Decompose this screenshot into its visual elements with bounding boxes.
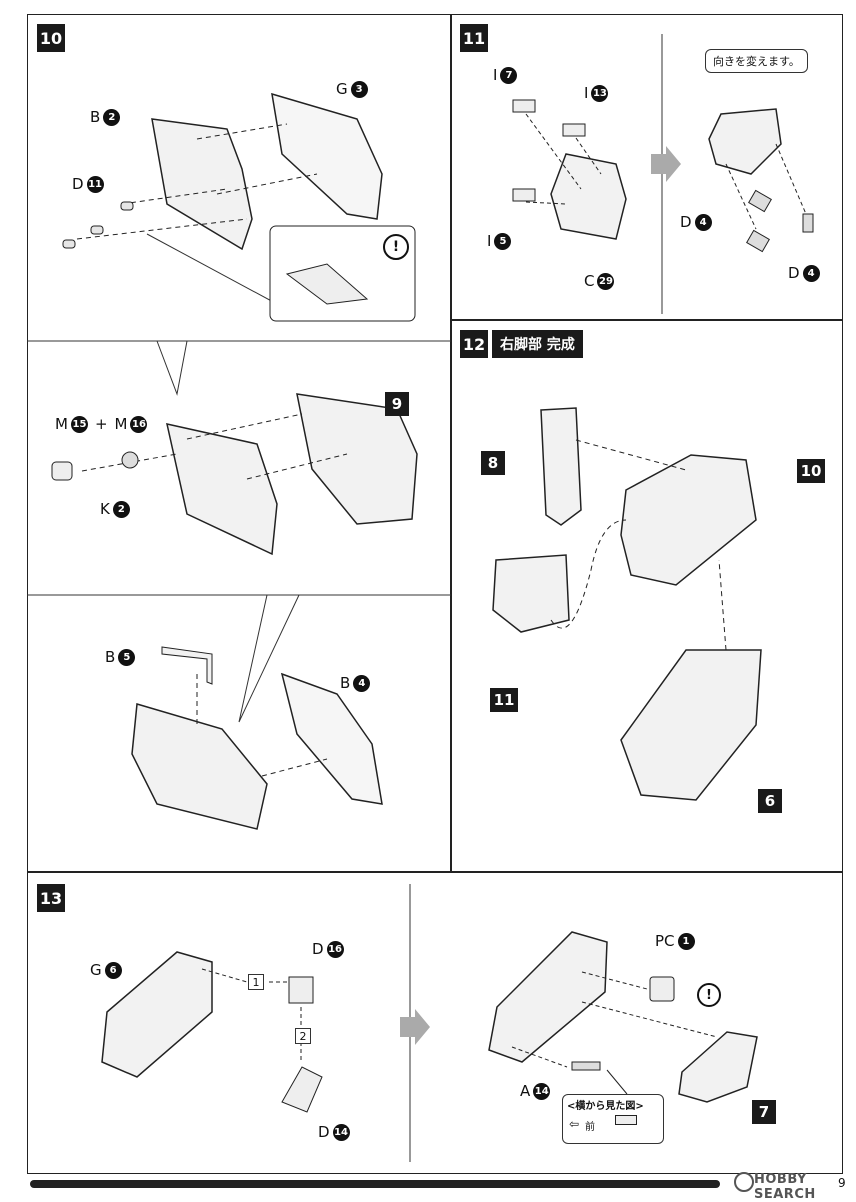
part-number-badge: 16 <box>130 415 148 433</box>
step-11-diagram <box>512 34 814 314</box>
front-arrow-icon: ⇦ <box>569 1117 580 1131</box>
part-number-badge: 2 <box>103 108 121 126</box>
caution-icon: ! <box>383 234 409 260</box>
front-label: 前 <box>585 1122 595 1133</box>
reference-box-8: 8 <box>481 451 505 475</box>
part-letter: C <box>584 272 595 290</box>
part-letter: M <box>114 415 128 433</box>
part-number-badge: 14 <box>533 1082 551 1100</box>
side-view-callout: <横から見た図> ⇦ 前 <box>562 1094 664 1144</box>
part-label-a14: A 14 <box>520 1082 551 1100</box>
part-number-badge: 29 <box>597 272 615 290</box>
part-label-d4-right: D 4 <box>788 264 820 282</box>
part-profile-icon <box>615 1115 637 1125</box>
step-12-diagram <box>492 407 762 801</box>
part-number-badge: 16 <box>326 940 344 958</box>
part-letter: M <box>55 415 68 433</box>
reference-box-6: 6 <box>758 789 782 813</box>
part-letter: B <box>105 648 116 666</box>
part-letter: I <box>487 232 492 250</box>
footer-brush-stroke <box>30 1180 720 1188</box>
reference-box-7: 7 <box>752 1100 776 1124</box>
caution-icon: ! <box>697 983 721 1007</box>
reference-box-9: 9 <box>385 392 409 416</box>
part-label-b5: B 5 <box>105 648 136 666</box>
part-label-g6: G 6 <box>90 961 122 979</box>
part-number-badge: 5 <box>494 232 512 250</box>
part-number-badge: 11 <box>86 175 104 193</box>
part-label-b4: B 4 <box>340 674 371 692</box>
part-letter: I <box>493 66 498 84</box>
part-letter: B <box>340 674 351 692</box>
part-label-g3: G 3 <box>336 80 368 98</box>
plus-sign: + <box>94 415 108 433</box>
step-12-title: 右脚部 完成 <box>492 330 583 358</box>
part-label-i13: I 13 <box>584 84 609 102</box>
order-marker-1: 1 <box>248 974 264 990</box>
part-label-i5: I 5 <box>487 232 512 250</box>
footer-logo-icon <box>734 1172 754 1192</box>
part-number-badge: 4 <box>802 264 820 282</box>
footer-watermark: HOBBY SEARCH <box>754 1172 816 1202</box>
step-10-diagram <box>27 92 451 830</box>
part-number-badge: 14 <box>332 1123 350 1141</box>
part-number-badge: 2 <box>112 500 130 518</box>
part-letter: D <box>312 940 324 958</box>
part-label-d11: D 11 <box>72 175 104 193</box>
step-number-13: 13 <box>37 884 65 912</box>
part-label-b2: B 2 <box>90 108 121 126</box>
part-number-badge: 4 <box>694 213 712 231</box>
part-label-i7: I 7 <box>493 66 518 84</box>
part-label-c29: C 29 <box>584 272 615 290</box>
part-number-badge: 4 <box>353 674 371 692</box>
part-label-d4-left: D 4 <box>680 213 712 231</box>
part-letter: PC <box>655 932 675 950</box>
step-number-11: 11 <box>460 24 488 52</box>
part-number-badge: 15 <box>70 415 88 433</box>
part-label-k2: K 2 <box>100 500 130 518</box>
part-letter: G <box>336 80 348 98</box>
part-letter: A <box>520 1082 531 1100</box>
part-number-badge: 5 <box>118 648 136 666</box>
part-label-pc1: PC 1 <box>655 932 695 950</box>
part-number-badge: 6 <box>104 961 122 979</box>
reference-box-11: 11 <box>490 688 518 712</box>
orientation-note: 向きを変えます。 <box>705 49 808 73</box>
part-number-badge: 7 <box>500 66 518 84</box>
part-letter: I <box>584 84 589 102</box>
part-letter: G <box>90 961 102 979</box>
part-label-d16: D 16 <box>312 940 344 958</box>
part-number-badge: 13 <box>591 84 609 102</box>
part-letter: D <box>318 1123 330 1141</box>
part-label-m15-m16: M 15 + M 16 <box>55 415 148 433</box>
part-letter: D <box>680 213 692 231</box>
step-13-diagram <box>101 884 758 1162</box>
reference-box-10: 10 <box>797 459 825 483</box>
step-number-12: 12 <box>460 330 488 358</box>
part-number-badge: 1 <box>677 932 695 950</box>
part-letter: D <box>72 175 84 193</box>
step-number-10: 10 <box>37 24 65 52</box>
page-number: 9 <box>838 1176 846 1190</box>
part-label-d14: D 14 <box>318 1123 350 1141</box>
part-letter: B <box>90 108 101 126</box>
side-view-title: <横から見た図> <box>567 1101 644 1112</box>
order-marker-2: 2 <box>295 1028 311 1044</box>
part-number-badge: 3 <box>350 80 368 98</box>
part-letter: K <box>100 500 110 518</box>
part-letter: D <box>788 264 800 282</box>
